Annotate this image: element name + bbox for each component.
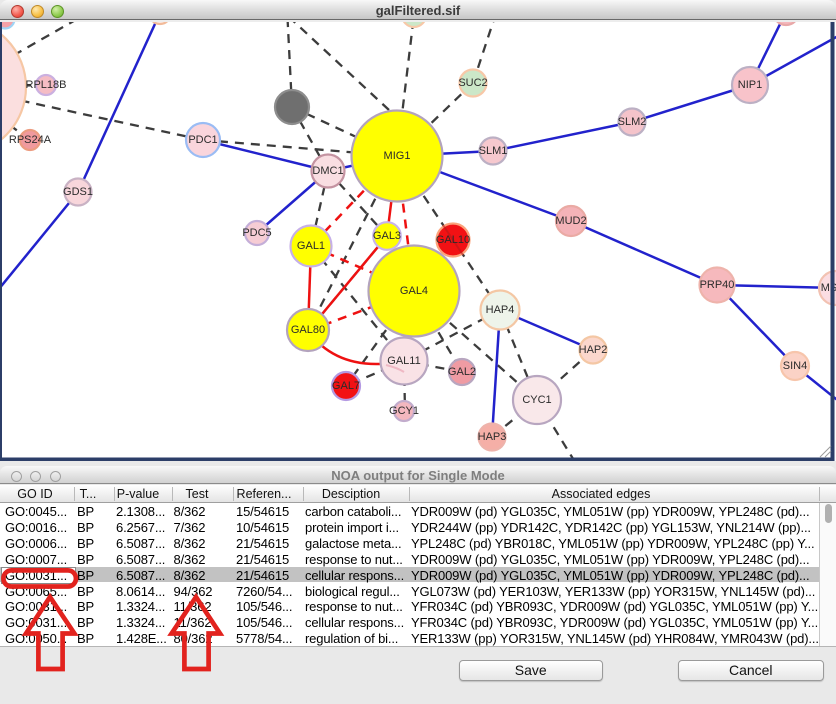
svg-text:GAL2: GAL2 [448,366,476,378]
svg-text:MUD2: MUD2 [555,215,586,227]
svg-text:PDC5: PDC5 [242,227,271,239]
svg-text:MIG1: MIG1 [384,150,411,162]
svg-text:GAL80: GAL80 [291,324,325,336]
svg-text:SLM2: SLM2 [618,116,647,128]
svg-text:RPS17A: RPS17A [0,22,27,25]
svg-text:GAL1: GAL1 [297,240,325,252]
svg-text:GCY1: GCY1 [389,405,419,417]
svg-text:SIN4: SIN4 [783,360,807,372]
svg-text:CYC1: CYC1 [522,394,551,406]
svg-text:PDC1: PDC1 [188,134,217,146]
svg-text:GAL10: GAL10 [436,234,470,246]
svg-text:GAL4: GAL4 [400,285,428,297]
svg-text:PRP40: PRP40 [700,279,735,291]
svg-text:RPS24A: RPS24A [9,134,52,146]
svg-text:DMC1: DMC1 [312,165,343,177]
svg-text:SUC2: SUC2 [458,77,487,89]
svg-text:HAP3: HAP3 [478,431,507,443]
svg-text:NIP1: NIP1 [738,79,762,91]
svg-text:HAP4: HAP4 [486,304,515,316]
svg-text:GAL11: GAL11 [387,355,420,367]
svg-text:GAL3: GAL3 [373,230,401,242]
svg-text:HAP2: HAP2 [579,344,608,356]
svg-text:SLM1: SLM1 [479,145,508,157]
svg-text:RPL18B: RPL18B [26,79,67,91]
svg-text:GAL7: GAL7 [332,380,360,392]
svg-text:GDS1: GDS1 [63,186,93,198]
